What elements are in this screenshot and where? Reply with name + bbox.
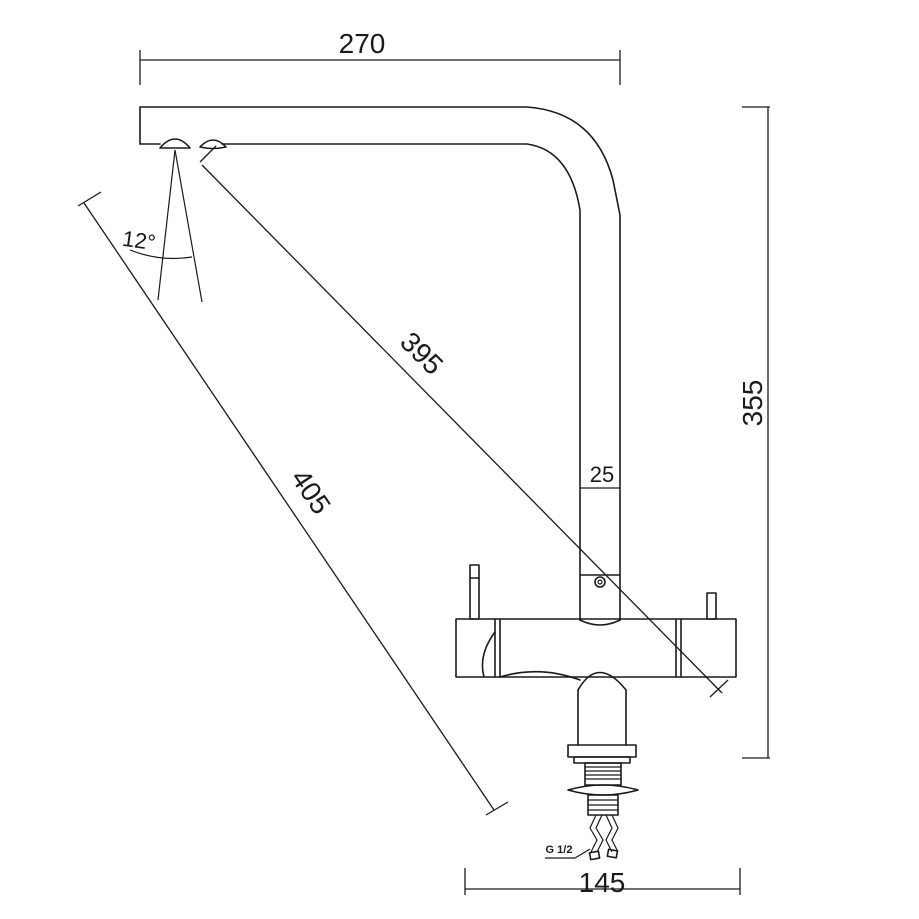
height-label: 355 (737, 380, 768, 427)
reach-long-dimension: 405 (77, 191, 509, 816)
faucet-stem (567, 671, 637, 764)
supply-hoses (588, 814, 619, 861)
spout-diameter-label: 25 (590, 462, 614, 487)
swivel-collar (579, 574, 621, 626)
thread-label: G 1/2 (546, 844, 573, 856)
nozzle-right (199, 139, 227, 150)
spout-pipe (139, 106, 621, 621)
mixer-body (455, 618, 737, 681)
spray-angle: 12° (121, 149, 203, 303)
base-width-label: 145 (579, 867, 626, 898)
threaded-shank (567, 762, 639, 816)
top-width-dimension: 270 (139, 28, 621, 85)
top-width-label: 270 (339, 28, 386, 59)
nozzle-left (159, 138, 191, 149)
thread-callout: G 1/2 (545, 844, 591, 859)
height-dimension: 355 (737, 106, 770, 759)
spray-angle-label: 12° (121, 226, 157, 255)
spout-diameter-dimension: 25 (580, 462, 620, 489)
lever-right (706, 592, 717, 620)
reach-short-dimension: 395 (199, 145, 729, 698)
base-width-dimension: 145 (464, 867, 741, 898)
reach-short-label: 395 (394, 326, 449, 381)
lever-left (469, 564, 480, 620)
